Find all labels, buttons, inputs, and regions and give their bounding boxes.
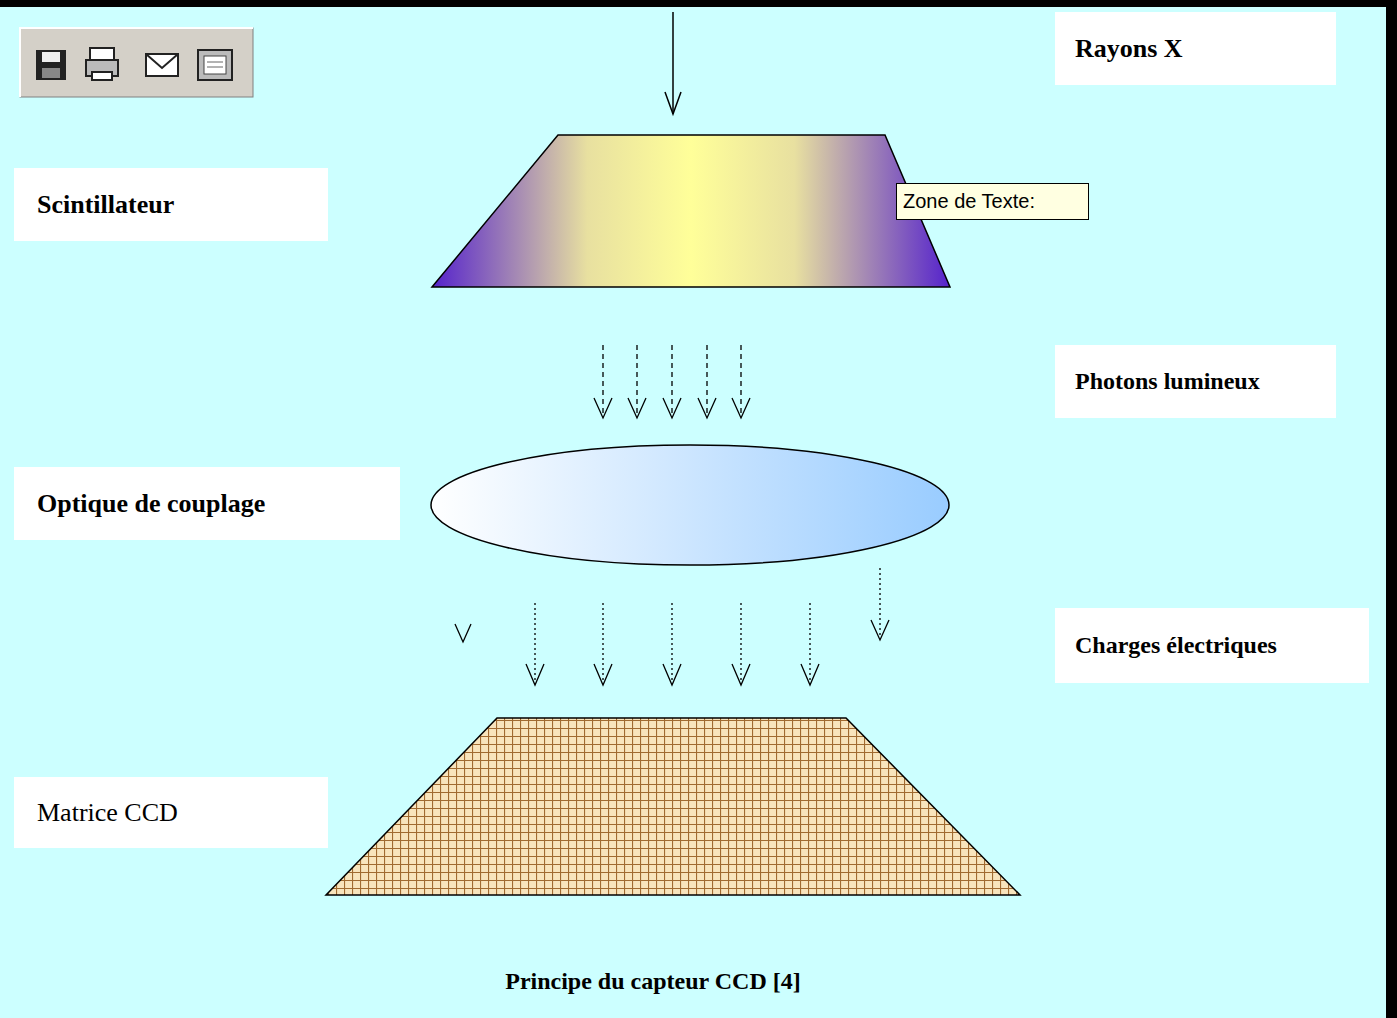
photon-arrows — [594, 345, 750, 418]
label-text: Charges électriques — [1075, 632, 1349, 659]
tooltip-box: Zone de Texte: — [896, 183, 1089, 220]
frame-bar — [1386, 0, 1397, 1018]
label-box: Optique de couplage — [14, 467, 400, 540]
label-box: Scintillateur — [14, 168, 328, 241]
frame-bar — [0, 0, 1397, 7]
label-box: Charges électriques — [1055, 608, 1369, 683]
label-text: Rayons X — [1075, 34, 1316, 64]
label-text: Matrice CCD — [37, 798, 305, 828]
label-box: Rayons X — [1055, 12, 1336, 85]
label-text: Photons lumineux — [1075, 368, 1316, 395]
label-text: Scintillateur — [37, 190, 305, 220]
label-box: Matrice CCD — [14, 777, 328, 848]
label-text: Zone de Texte: — [903, 190, 1082, 213]
ccd-matrix-shape — [326, 718, 1020, 895]
caption: Principe du capteur CCD [4] — [403, 968, 903, 995]
lens-shape — [431, 445, 949, 565]
label-box: Photons lumineux — [1055, 345, 1336, 418]
charge-arrows — [455, 568, 889, 685]
label-text: Optique de couplage — [37, 489, 377, 519]
xray-arrow — [665, 12, 681, 114]
scintillator-shape — [432, 135, 950, 287]
toolbar — [20, 28, 253, 97]
